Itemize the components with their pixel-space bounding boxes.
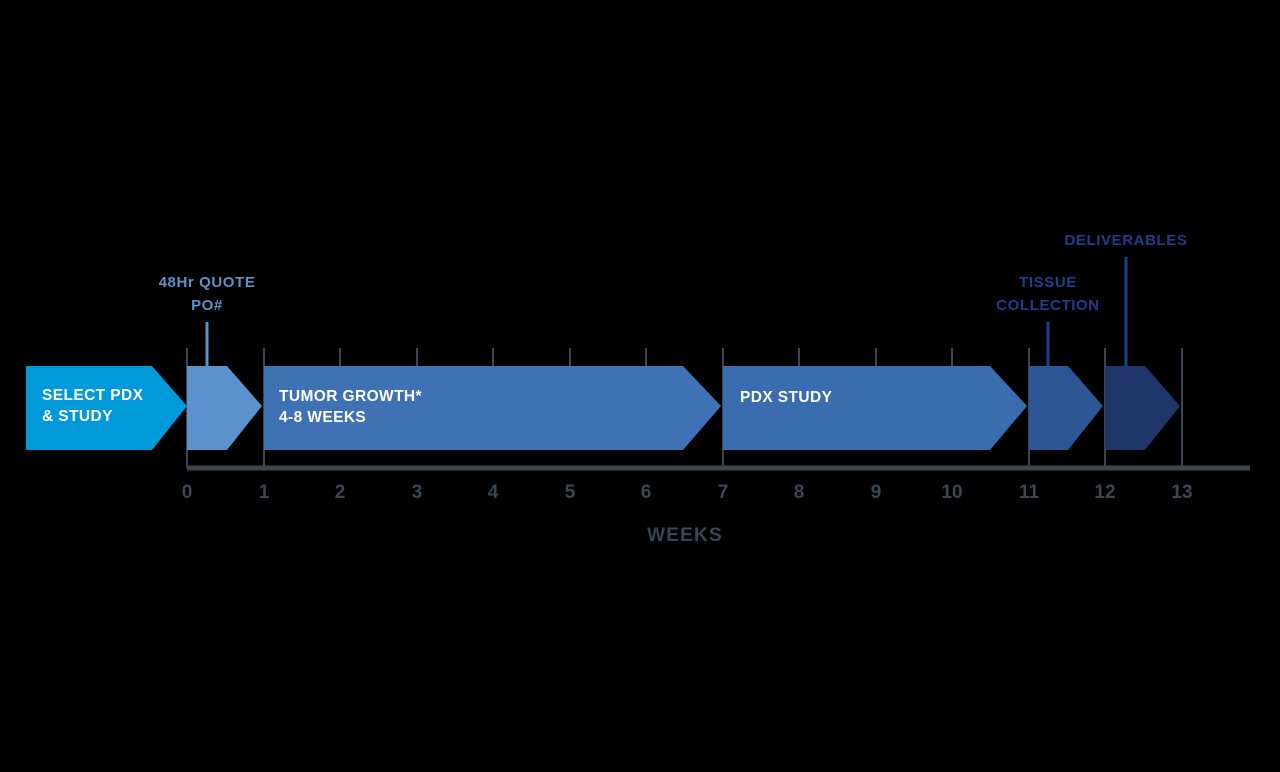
callout-quote-po: 48Hr QUOTE PO# xyxy=(159,274,256,367)
phase-arrow-tumor-growth-line2: 4-8 WEEKS xyxy=(279,409,366,426)
phase-arrow-pdx-study-line1: PDX STUDY xyxy=(740,389,833,406)
tick-label-5: 5 xyxy=(565,482,576,503)
phase-arrow-tumor-growth[interactable]: TUMOR GROWTH* 4-8 WEEKS xyxy=(264,366,721,450)
tick-label-9: 9 xyxy=(871,482,882,503)
tick-label-10: 10 xyxy=(941,482,962,503)
phase-arrow-select-pdx[interactable]: SELECT PDX & STUDY xyxy=(26,366,187,450)
tick-label-1: 1 xyxy=(259,482,270,503)
tick-label-2: 2 xyxy=(335,482,346,503)
callout-quote-po-line2: PO# xyxy=(191,297,223,314)
callout-tissue-collection: TISSUE COLLECTION xyxy=(996,274,1100,367)
callout-quote-po-line1: 48Hr QUOTE xyxy=(159,274,256,291)
tick-label-11: 11 xyxy=(1019,482,1040,503)
phase-arrow-tumor-growth-line1: TUMOR GROWTH* xyxy=(279,388,423,405)
phase-arrow-pdx-study-shape[interactable] xyxy=(723,366,1027,450)
tick-label-7: 7 xyxy=(718,482,729,503)
tick-label-12: 12 xyxy=(1094,482,1115,503)
phase-arrow-tumor-growth-shape[interactable] xyxy=(264,366,721,450)
callout-tissue-collection-line1: TISSUE xyxy=(1019,274,1077,291)
phase-arrow-select-pdx-shape[interactable] xyxy=(26,366,187,450)
phase-arrow-deliverables-shape[interactable] xyxy=(1105,366,1180,450)
tick-label-4: 4 xyxy=(488,482,499,503)
callout-deliverables: DELIVERABLES xyxy=(1064,232,1187,367)
axis-tick-labels: 0 1 2 3 4 5 6 7 8 9 10 11 12 13 xyxy=(182,482,1193,503)
tick-label-8: 8 xyxy=(794,482,805,503)
phase-arrow-tissue-collection[interactable] xyxy=(1029,366,1103,450)
tick-label-13: 13 xyxy=(1171,482,1192,503)
callout-tissue-collection-line2: COLLECTION xyxy=(996,297,1100,314)
tick-label-6: 6 xyxy=(641,482,652,503)
phase-arrow-select-pdx-line1: SELECT PDX xyxy=(42,387,144,404)
phase-arrow-quote-po[interactable] xyxy=(187,366,262,450)
phase-arrow-tissue-collection-shape[interactable] xyxy=(1029,366,1103,450)
phase-arrow-deliverables[interactable] xyxy=(1105,366,1180,450)
phase-arrow-pdx-study[interactable]: PDX STUDY xyxy=(723,366,1027,450)
axis-title-weeks: WEEKS xyxy=(647,525,723,546)
tick-label-3: 3 xyxy=(412,482,423,503)
phase-arrow-select-pdx-line2: & STUDY xyxy=(42,408,113,425)
tick-label-0: 0 xyxy=(182,482,193,503)
callout-deliverables-line1: DELIVERABLES xyxy=(1064,232,1187,249)
phase-arrow-quote-po-shape[interactable] xyxy=(187,366,262,450)
